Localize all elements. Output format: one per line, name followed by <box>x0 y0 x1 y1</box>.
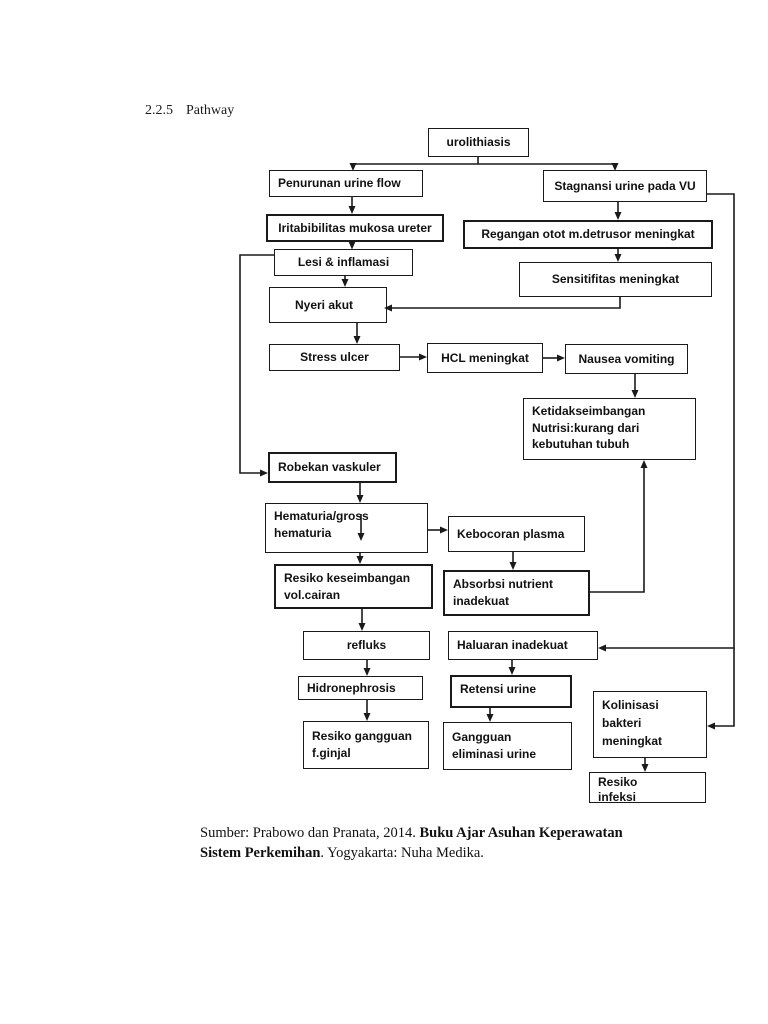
node-stagnansi-urine-pada-vu: Stagnansi urine pada VU <box>543 170 707 202</box>
citation-prefix: Sumber: Prabowo dan Pranata, 2014. <box>200 825 420 841</box>
citation-suffix: . Yogyakarta: Nuha Medika. <box>320 845 484 862</box>
node-hematuria-gross-hematuria: Hematuria/gross hematuria <box>265 503 428 553</box>
node-robekan-vaskuler: Robekan vaskuler <box>268 452 397 483</box>
node-nausea-vomiting: Nausea vomiting <box>565 344 688 374</box>
node-nyeri-akut: Nyeri akut <box>269 287 387 323</box>
arrow-absorbsi-to-ketidakseimbangan <box>590 460 648 593</box>
node-hidronephrosis: Hidronephrosis <box>298 676 423 700</box>
node-kebocoran-plasma: Kebocoran plasma <box>448 516 585 552</box>
node-refluks: refluks <box>303 631 430 660</box>
node-retensi-urine: Retensi urine <box>450 675 572 708</box>
node-resiko-keseimbangan-vol-cairan: Resiko keseimbangan vol.cairan <box>274 564 433 609</box>
node-gangguan-eliminasi-urine: Gangguan eliminasi urine <box>443 722 572 770</box>
node-regangan-otot-detrusor: Regangan otot m.detrusor meningkat <box>463 220 713 249</box>
split-urolithiasis <box>353 157 615 165</box>
node-iritabibilitas-mukosa-ureter: Iritabibilitas mukosa ureter <box>266 214 444 242</box>
node-resiko-gangguan-ginjal: Resiko gangguan f.ginjal <box>303 721 429 769</box>
node-lesi-inflamasi: Lesi & inflamasi <box>274 249 413 276</box>
node-hcl-meningkat: HCL meningkat <box>427 343 543 373</box>
node-sensitifitas-meningkat: Sensitifitas meningkat <box>519 262 712 297</box>
section-number: 2.2.5 <box>145 103 173 118</box>
node-haluaran-inadekuat: Haluaran inadekuat <box>448 631 598 660</box>
node-kolinisasi-bakteri-meningkat: Kolinisasi bakteri meningkat <box>593 691 707 758</box>
node-resiko-infeksi: Resiko infeksi <box>589 772 706 804</box>
node-absorbsi-nutrient-inadekuat: Absorbsi nutrient inadekuat <box>443 570 590 616</box>
node-penurunan-urine-flow: Penurunan urine flow <box>269 170 423 197</box>
section-heading: 2.2.5 Pathway <box>145 103 234 119</box>
node-ketidakseimbangan-nutrisi: Ketidakseimbangan Nutrisi:kurang dari ke… <box>523 398 696 460</box>
source-citation: Sumber: Prabowo dan Pranata, 2014. Buku … <box>200 823 664 864</box>
section-title: Pathway <box>186 103 235 118</box>
node-urolithiasis: urolithiasis <box>428 128 529 157</box>
node-stress-ulcer: Stress ulcer <box>269 344 400 371</box>
arrow-stagnansi-to-kolinisasi <box>707 648 735 730</box>
citation-book-title: Buku Ajar Asuhan Keperawatan Sistem Perk… <box>200 825 623 862</box>
arrow-sensitifitas-to-nyeri <box>384 297 621 312</box>
